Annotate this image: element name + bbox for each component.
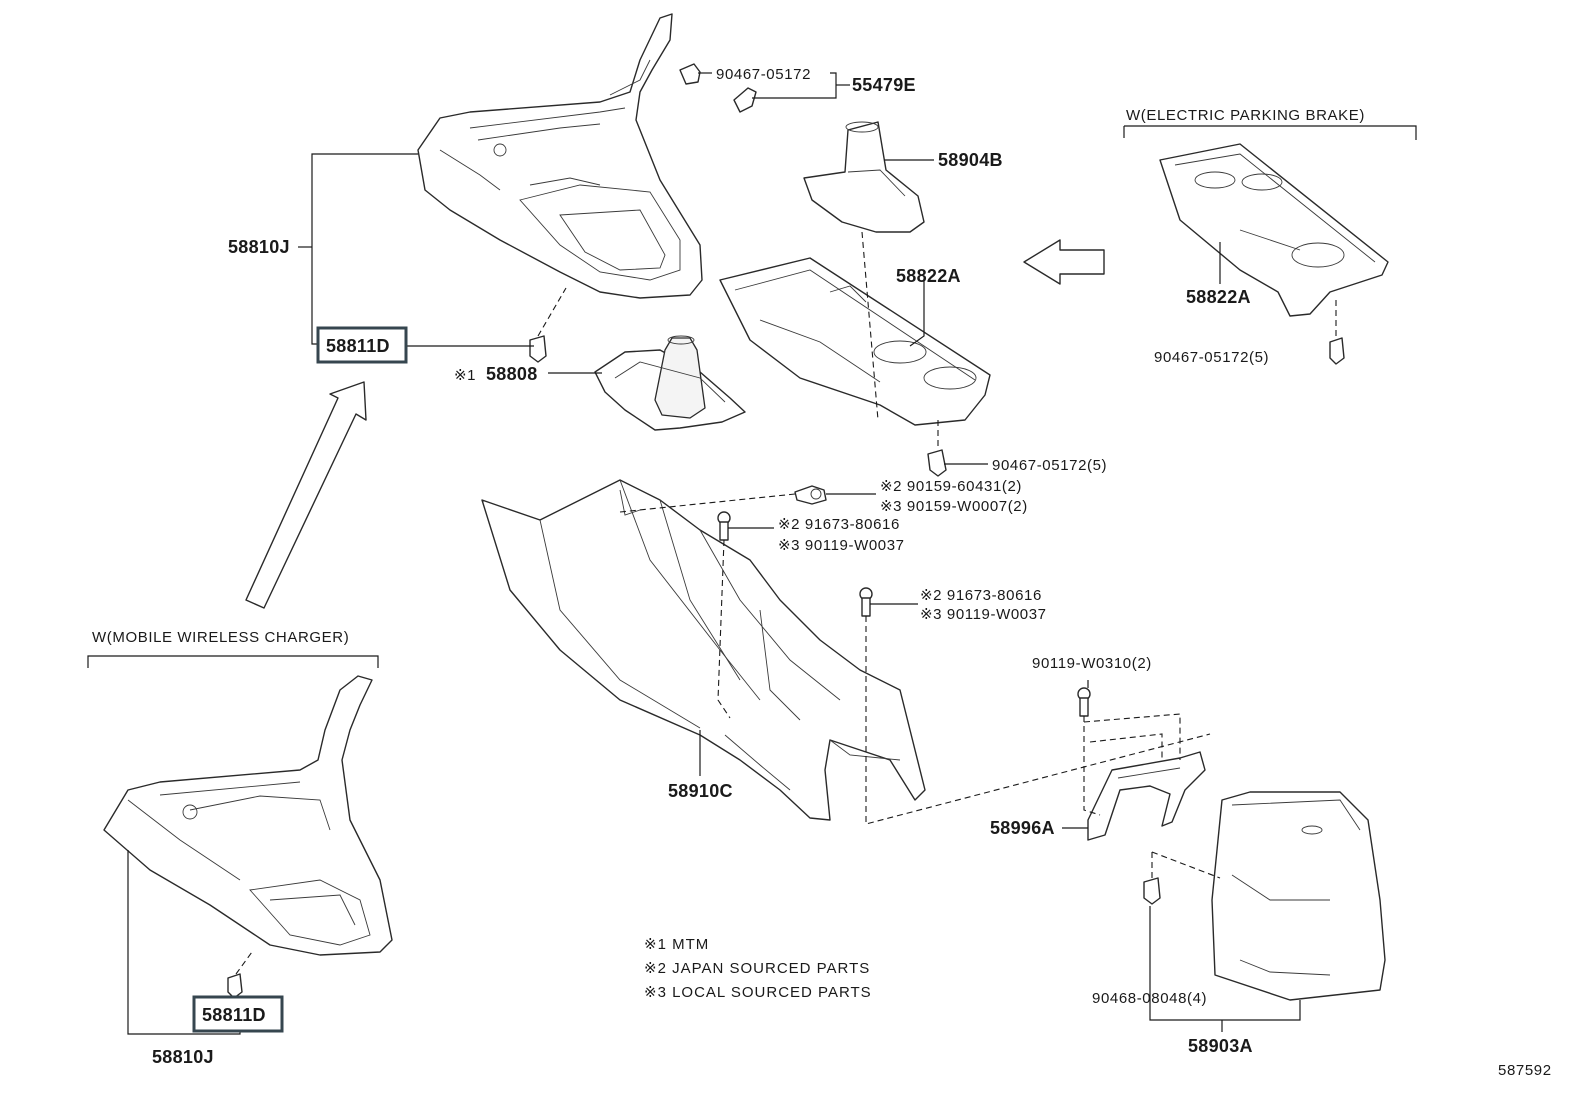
label-90467-05172-5-epb[interactable]: 90467-05172(5) (1154, 349, 1269, 366)
label-58811D-top[interactable]: 58811D (326, 336, 390, 356)
clip-90468-08048[interactable] (1143, 877, 1161, 905)
label-90467-05172-top[interactable]: 90467-05172 (716, 66, 811, 83)
clip-58811D-bottom[interactable] (227, 973, 243, 999)
reference-arrow-left-icon (1023, 239, 1105, 285)
label-90159-60431[interactable]: ※2 90159-60431(2) (880, 478, 1022, 495)
figure-id: 587592 (1498, 1062, 1552, 1079)
label-90467-05172-5[interactable]: 90467-05172(5) (992, 457, 1107, 474)
label-58822A-epb[interactable]: 58822A (1186, 287, 1251, 307)
clip-90467-05172-epb[interactable] (1329, 337, 1345, 365)
label-91673-80616-a[interactable]: ※2 91673-80616 (778, 516, 900, 533)
clip-90467-05172-top[interactable] (679, 63, 701, 85)
note-mtm: ※1 MTM (644, 936, 709, 953)
highlight-box-58811D-top (316, 326, 408, 364)
condition-mobile-wireless-charger: W(MOBILE WIRELESS CHARGER) (92, 629, 349, 646)
reference-arrow-up-icon (245, 381, 367, 609)
highlight-box-58811D-bottom (192, 995, 284, 1033)
bracket-55479E[interactable] (733, 87, 757, 113)
label-58910C[interactable]: 58910C (668, 781, 733, 801)
clip-90467-05172-center[interactable] (927, 449, 947, 477)
label-58903A[interactable]: 58903A (1188, 1036, 1253, 1056)
bolt-91673-80616-a-icon[interactable] (717, 511, 731, 541)
bolt-90119-W0310-icon[interactable] (1077, 687, 1091, 717)
label-58810J-top[interactable]: 58810J (228, 237, 290, 257)
note-local-sourced: ※3 LOCAL SOURCED PARTS (644, 984, 872, 1001)
label-58808-mark: ※1 (454, 367, 476, 384)
label-90159-W0007[interactable]: ※3 90159-W0007(2) (880, 498, 1028, 515)
screw-90159-icon[interactable] (794, 485, 827, 505)
clip-58811D-top[interactable] (529, 335, 547, 363)
label-90119-W0037-a[interactable]: ※3 90119-W0037 (778, 537, 905, 554)
console-upper-panel-58810J-mwc[interactable] (103, 675, 393, 956)
label-58996A[interactable]: 58996A (990, 818, 1055, 838)
bolt-91673-80616-b-icon[interactable] (859, 587, 873, 617)
label-90468-08048[interactable]: 90468-08048(4) (1092, 990, 1207, 1007)
label-90119-W0310[interactable]: 90119-W0310(2) (1032, 655, 1152, 672)
note-japan-sourced: ※2 JAPAN SOURCED PARTS (644, 960, 870, 977)
label-58808[interactable]: 58808 (486, 364, 538, 384)
boot-58904B[interactable] (803, 121, 925, 233)
shift-boot-58808[interactable] (594, 335, 746, 431)
label-58904B[interactable]: 58904B (938, 150, 1003, 170)
label-55479E[interactable]: 55479E (852, 75, 916, 95)
console-box-58822A[interactable] (719, 257, 991, 426)
label-58811D-bottom[interactable]: 58811D (202, 1005, 266, 1025)
console-body-58910C[interactable] (481, 479, 926, 821)
label-58810J-bottom[interactable]: 58810J (152, 1047, 214, 1067)
rear-console-58903A[interactable] (1211, 791, 1386, 1001)
label-91673-80616-b[interactable]: ※2 91673-80616 (920, 587, 1042, 604)
label-90119-W0037-b[interactable]: ※3 90119-W0037 (920, 606, 1047, 623)
label-58822A[interactable]: 58822A (896, 266, 961, 286)
condition-electric-parking-brake: W(ELECTRIC PARKING BRAKE) (1126, 107, 1365, 124)
bracket-58996A[interactable] (1087, 751, 1206, 841)
console-upper-panel-58810J[interactable] (417, 13, 703, 299)
